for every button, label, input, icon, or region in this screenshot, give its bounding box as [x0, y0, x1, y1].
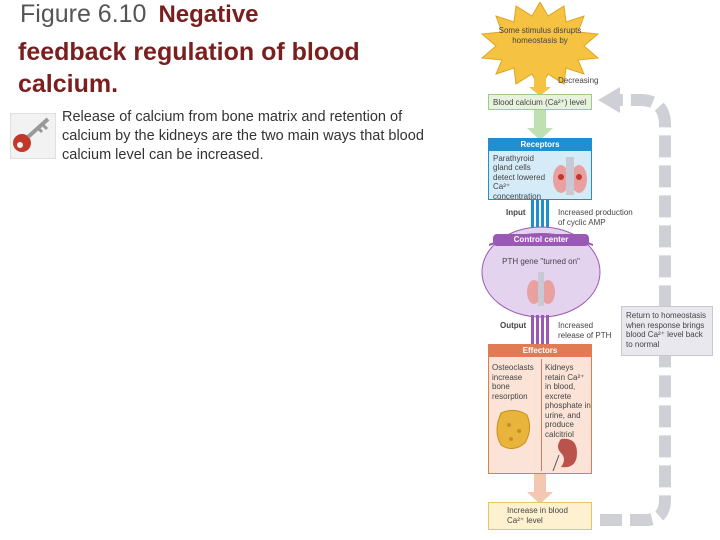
output-label: Output [500, 321, 527, 330]
arrow-to-response [527, 474, 553, 504]
response-box: Increase in blood Ca²⁺ level [488, 502, 592, 530]
thyroid-icon [553, 157, 587, 195]
stimulus-text: Some stimulus disrupts homeostasis by [498, 26, 582, 45]
input-text: Increased production of cyclic AMP [558, 208, 633, 227]
input-label: Input [506, 208, 526, 217]
output-arrow [531, 315, 549, 345]
return-homeostasis-box: Return to homeostasis when response brin… [621, 306, 713, 356]
decreasing-arrow [529, 78, 551, 96]
input-arrow [531, 199, 549, 233]
stimulus-starburst [480, 2, 600, 88]
kidney-icon [552, 438, 577, 471]
effectors-divider [541, 359, 542, 471]
effector-kidneys: Kidneys retain Ca²⁺ in blood, excrete ph… [545, 363, 591, 439]
bone-icon [496, 409, 531, 449]
decreasing-label: Decreasing [558, 76, 599, 85]
title-negative: Negative [158, 1, 259, 28]
figure-number: Figure 6.10 [20, 0, 147, 28]
control-header: Control center [513, 235, 569, 244]
figure-title-continued: feedback regulation of blood calcium. [18, 38, 360, 98]
effectors-box: Effectors Osteoclasts increase bone reso… [488, 344, 592, 474]
control-text: PTH gene "turned on" [502, 257, 580, 266]
arrow-to-receptors [527, 110, 553, 140]
variable-box: Blood calcium (Ca²⁺) level [488, 94, 592, 110]
effector-osteoclasts: Osteoclasts increase bone resorption [492, 363, 534, 401]
receptors-text: Parathyroid gland cells detect lowered C… [493, 153, 546, 201]
effectors-header: Effectors [489, 345, 591, 357]
output-text: Increased release of PTH [558, 321, 612, 340]
thyroid-icon-control [527, 272, 555, 306]
caption: Release of calcium from bone matrix and … [62, 109, 424, 163]
figure-title: Figure 6.10 Negative [20, 0, 259, 29]
receptors-header: Receptors [489, 139, 591, 151]
key-icon [10, 113, 56, 159]
receptors-box: Receptors Parathyroid gland cells detect… [488, 138, 592, 201]
feedback-loop-arrow [540, 87, 671, 526]
